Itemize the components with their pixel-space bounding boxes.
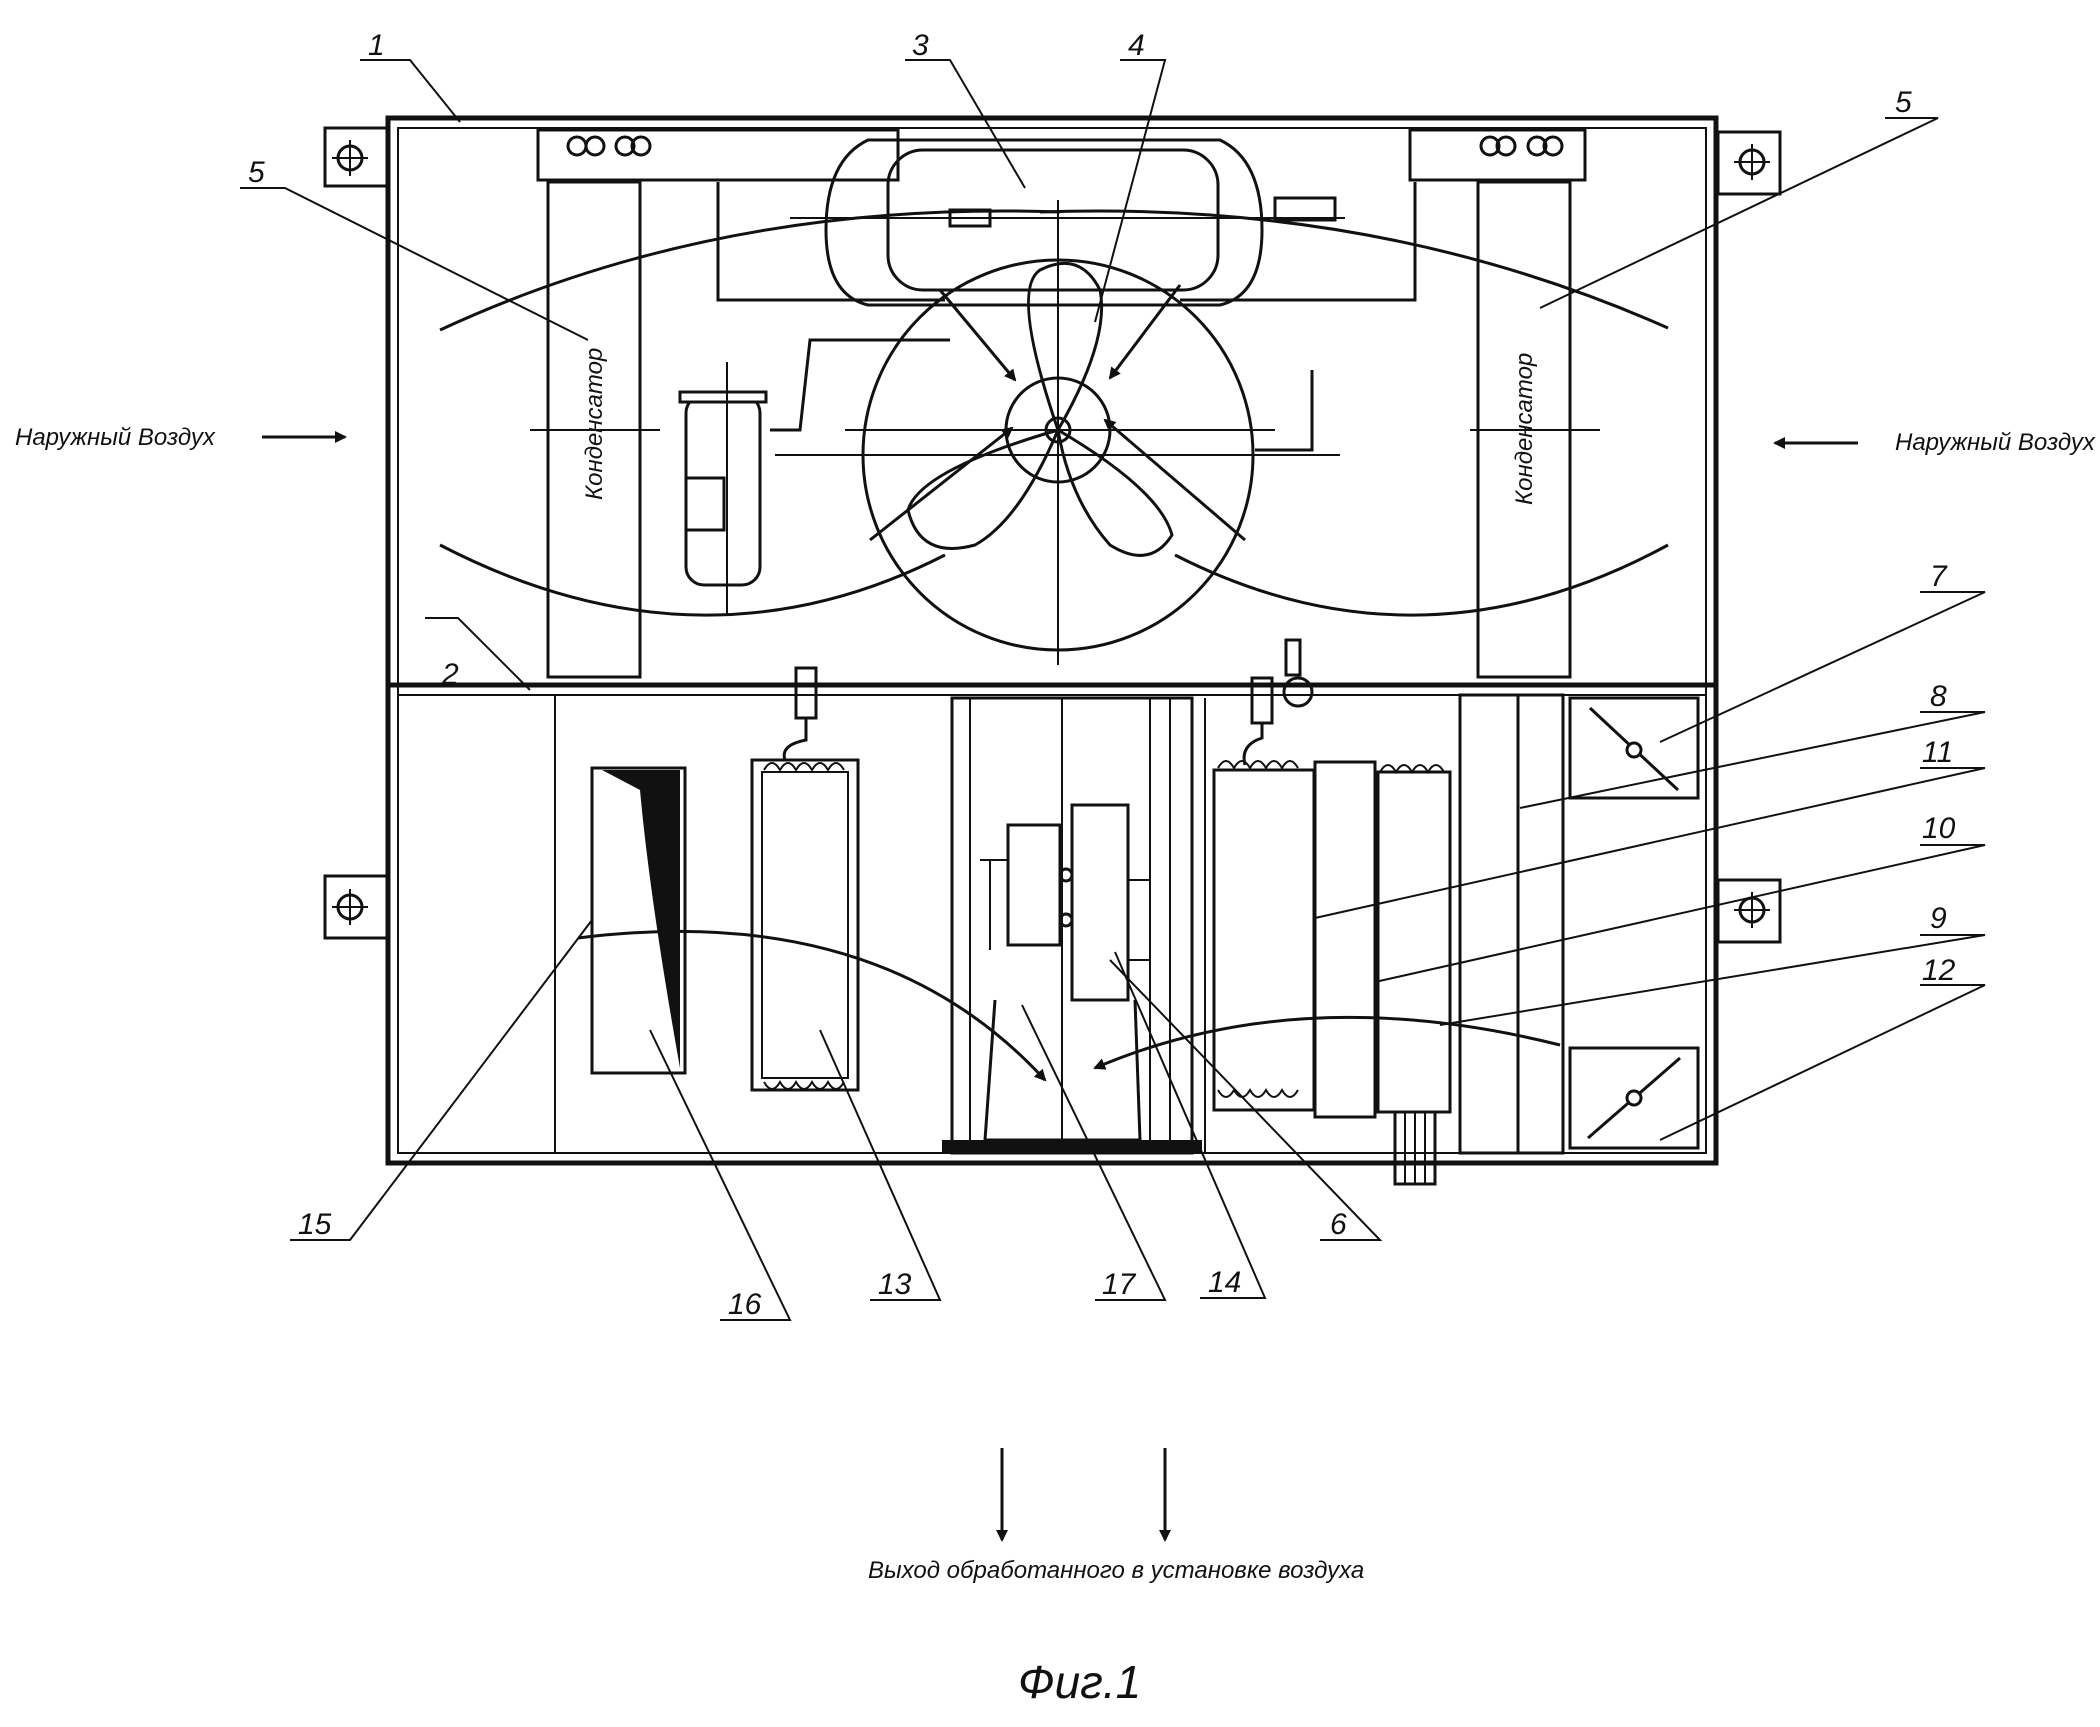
callout-4: 4 [1128, 29, 1145, 62]
condenser-left-label: Конденсатор [581, 348, 608, 500]
condenser-compartment [439, 128, 1669, 708]
outlet-caption: Выход обработанного в установке воздуха [868, 1557, 1364, 1584]
leader-lines [240, 59, 1986, 1321]
callout-5-right: 5 [1895, 86, 1912, 119]
motor-17 [1006, 823, 1062, 947]
callout-10: 10 [1922, 812, 1956, 845]
evaporator-11 [1212, 768, 1316, 1112]
impeller-14 [1070, 803, 1130, 1002]
callout-11: 11 [1922, 736, 1953, 769]
callout-9: 9 [1930, 902, 1947, 935]
air-treatment-compartment [554, 666, 1700, 1186]
outdoor-air-arrows [262, 431, 1858, 1542]
damper-7 [1568, 696, 1700, 800]
bracket-bottom-right [1716, 878, 1782, 944]
damper-12 [1568, 1046, 1700, 1150]
callout-2: 2 [441, 658, 459, 691]
fan-blade-top [1027, 261, 1104, 434]
callout-12: 12 [1922, 954, 1956, 987]
callout-8: 8 [1930, 680, 1947, 713]
fan-blade-left [906, 427, 1061, 550]
callout-16: 16 [728, 1288, 762, 1321]
outdoor-air-left-label: Наружный Воздух [15, 424, 216, 451]
callout-14: 14 [1208, 1266, 1241, 1299]
condenser-right-label: Конденсатор [1511, 353, 1538, 505]
callout-3: 3 [912, 29, 929, 62]
figure-caption: Фиг.1 [1018, 1656, 1141, 1708]
callout-numbers: 1 2 3 4 5 5 6 7 8 9 10 11 12 13 14 15 16… [248, 29, 1956, 1321]
bracket-top-right [1716, 130, 1782, 196]
callout-13: 13 [878, 1268, 912, 1301]
callout-6: 6 [1330, 1208, 1347, 1241]
callout-7: 7 [1930, 560, 1948, 593]
bracket-top-left [323, 126, 389, 188]
heater-9 [1376, 770, 1452, 1114]
compressor [824, 138, 1264, 307]
mounting-brackets [323, 126, 1782, 944]
heat-exchanger-13 [750, 758, 860, 1092]
callout-1: 1 [368, 29, 385, 62]
callout-5-left: 5 [248, 156, 265, 189]
fan-blade-right [1055, 427, 1174, 557]
separator-10 [1313, 760, 1377, 1119]
outdoor-air-right-label: Наружный Воздух [1895, 429, 2096, 456]
filter-8 [1458, 693, 1520, 1155]
callout-17: 17 [1102, 1268, 1137, 1301]
callout-15: 15 [298, 1208, 332, 1241]
bracket-bottom-left [323, 874, 389, 940]
filter-16-frame [602, 770, 680, 1068]
